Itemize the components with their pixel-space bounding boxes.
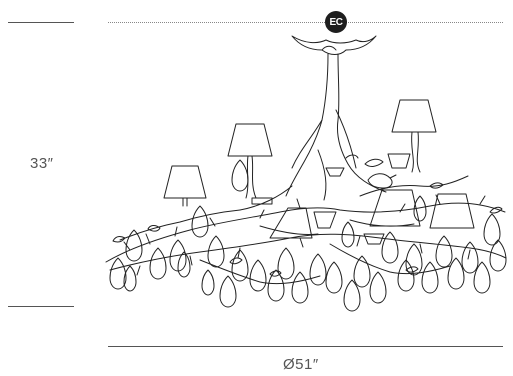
ec-badge: EC [325, 11, 347, 33]
stem-right [337, 53, 387, 193]
branches [105, 154, 507, 285]
canopy [291, 35, 377, 55]
height-top-line [8, 22, 74, 23]
width-line [108, 346, 503, 347]
width-label: Ø51″ [283, 356, 319, 373]
height-label: 33″ [30, 155, 54, 172]
top-reference-line [108, 22, 503, 23]
height-bottom-line [8, 306, 74, 307]
lamp-shades [163, 99, 475, 245]
stem-left [285, 53, 329, 197]
